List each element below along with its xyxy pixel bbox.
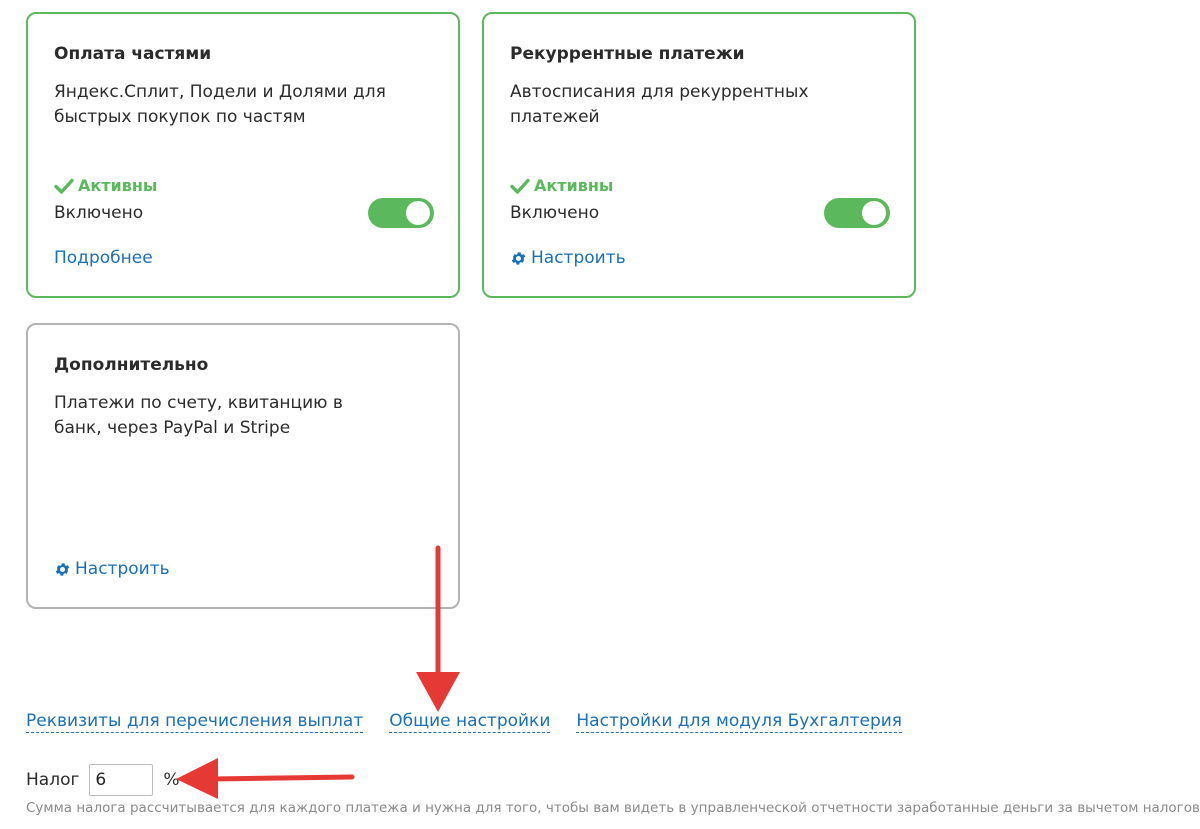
tax-input[interactable] xyxy=(89,764,154,796)
tax-row: Налог % xyxy=(26,764,180,796)
status-badge: Активны xyxy=(510,176,613,195)
tax-label: Налог xyxy=(26,770,80,790)
gear-icon xyxy=(510,250,527,267)
link-label: Подробнее xyxy=(54,248,153,268)
card-description: Платежи по счету, квитанцию в банк, чере… xyxy=(54,393,343,438)
arrow-left-icon xyxy=(176,758,355,799)
payout-details-link[interactable]: Реквизиты для перечисления выплат xyxy=(26,711,364,733)
gear-icon xyxy=(54,561,71,578)
configure-link[interactable]: Настроить xyxy=(510,248,626,268)
check-icon xyxy=(510,178,530,194)
accounting-module-settings-link[interactable]: Настройки для модуля Бухгалтерия xyxy=(576,711,903,733)
installments-card: Оплата частями Яндекс.Сплит, Подели и До… xyxy=(26,12,460,298)
card-title: Рекуррентные платежи xyxy=(510,44,745,64)
tax-hint: Сумма налога рассчитывается для каждого … xyxy=(26,800,1200,816)
toggle-knob xyxy=(406,201,430,225)
check-icon xyxy=(54,178,74,194)
recurring-payments-card: Рекуррентные платежи Автосписания для ре… xyxy=(482,12,916,298)
card-title: Оплата частями xyxy=(54,44,212,64)
enabled-toggle[interactable] xyxy=(368,198,434,228)
enabled-label: Включено xyxy=(510,203,600,223)
configure-link[interactable]: Настроить xyxy=(54,559,170,579)
enabled-label: Включено xyxy=(54,203,144,223)
additional-payments-card: Дополнительно Платежи по счету, квитанци… xyxy=(26,323,460,609)
card-title: Дополнительно xyxy=(54,355,209,375)
link-label: Настроить xyxy=(75,559,170,579)
more-info-link[interactable]: Подробнее xyxy=(54,248,153,268)
status-text: Активны xyxy=(534,176,614,195)
general-settings-link[interactable]: Общие настройки xyxy=(389,711,551,733)
tax-unit: % xyxy=(163,770,180,790)
status-badge: Активны xyxy=(54,176,157,195)
settings-links: Реквизиты для перечисления выплат Общие … xyxy=(26,711,903,733)
card-description: Автосписания для рекуррентных платежей xyxy=(510,82,809,127)
toggle-knob xyxy=(862,201,886,225)
card-description: Яндекс.Сплит, Подели и Долями для быстры… xyxy=(54,82,386,127)
enabled-toggle[interactable] xyxy=(824,198,890,228)
link-label: Настроить xyxy=(531,248,626,268)
status-text: Активны xyxy=(78,176,158,195)
